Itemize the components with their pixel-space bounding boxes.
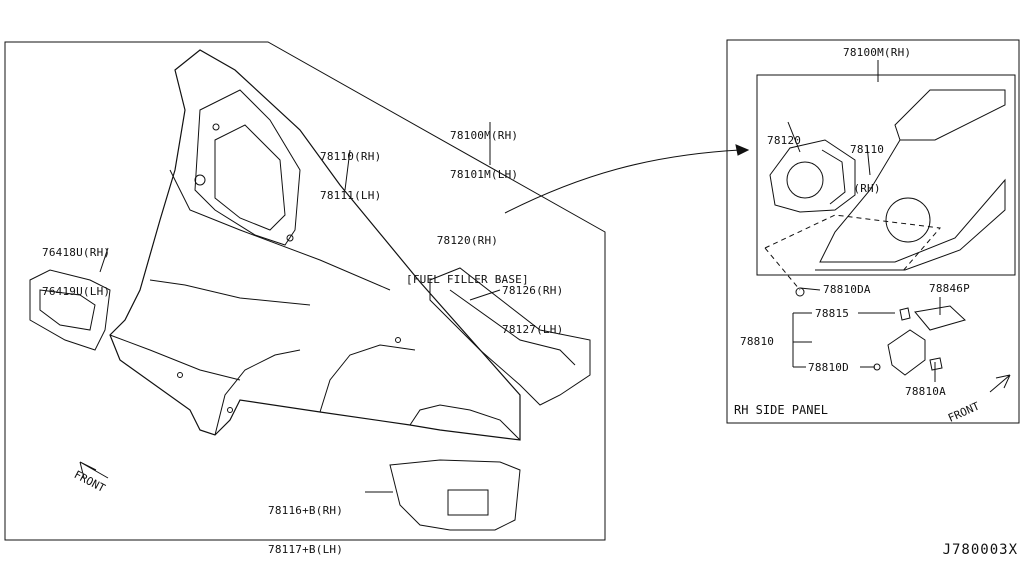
detail-label-78810da: 78810DA: [823, 283, 871, 296]
part-description: [FUEL FILLER BASE]: [406, 273, 529, 286]
detail-caption: RH SIDE PANEL: [734, 403, 828, 417]
detail-label-78815: 78815: [815, 307, 850, 320]
detail-label-78810d: 78810D: [808, 361, 849, 374]
part-number: 78117+B(LH): [268, 543, 344, 556]
part-label-76418u: 76418U(RH) 76419U(LH): [42, 220, 110, 311]
detail-label-78810: 78810: [740, 335, 775, 348]
part-label-78126: 78126(RH) 78127(LH): [502, 258, 563, 349]
part-number: 78110: [850, 143, 885, 156]
detail-inner-frame: [756, 74, 1016, 276]
extension-78116: [389, 459, 521, 531]
part-label-78100m: 78100M(RH) 78101M(LH): [450, 103, 518, 194]
part-number: 78120(RH): [436, 234, 499, 247]
part-number: 78120: [767, 134, 802, 147]
bracket-76418: [29, 269, 111, 351]
part-label-78116: 78116+B(RH) 78117+B(LH): [268, 478, 343, 569]
detail-title: 78100M(RH): [843, 46, 912, 59]
part-number: 78111(LH): [320, 189, 382, 202]
detail-label-78110: 78110 (RH): [850, 117, 884, 208]
part-number: 78126(RH): [502, 284, 564, 297]
part-label-78120: 78120(RH) [FUEL FILLER BASE]: [406, 208, 529, 299]
part-number: 78116+B(RH): [268, 504, 344, 517]
diagram-code: J780003X: [942, 542, 1018, 558]
detail-label-78810a: 78810A: [905, 385, 946, 398]
part-number: 78127(LH): [502, 323, 564, 336]
detail-label-78120: 78120: [767, 108, 801, 160]
part-number: 78110(RH): [320, 150, 382, 163]
part-number: 78101M(LH): [450, 168, 519, 181]
detail-arrow: [504, 149, 741, 214]
part-side: (RH): [853, 182, 881, 195]
quarter-panel-outline: [109, 49, 521, 441]
fuel-filler-base: [769, 139, 856, 213]
part-number: 78100M(RH): [450, 129, 519, 142]
detail-label-78846p: 78846P: [929, 282, 970, 295]
part-number: 76419U(LH): [42, 285, 111, 298]
part-label-78110: 78110(RH) 78111(LH): [320, 124, 381, 215]
part-number: 76418U(RH): [42, 246, 111, 259]
detail-frame: [726, 39, 1020, 424]
rail-78126: [429, 267, 591, 406]
main-frame: [4, 41, 606, 541]
